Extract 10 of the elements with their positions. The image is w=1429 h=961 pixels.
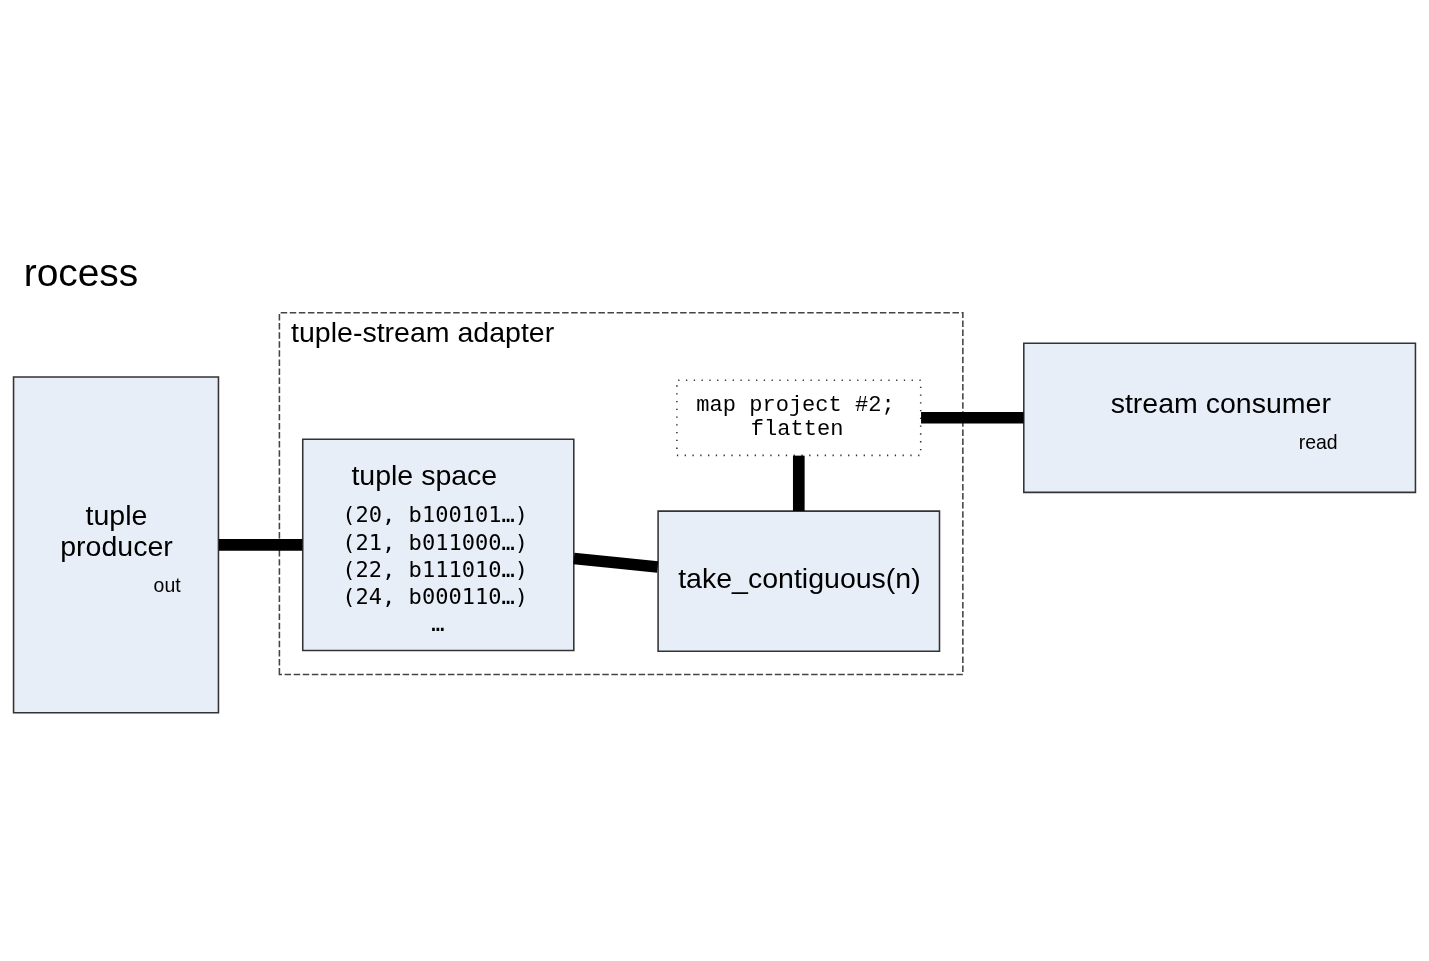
connector bbox=[792, 455, 805, 511]
diagram-title: rocess bbox=[23, 250, 139, 293]
node-box: take_contiguous(n) bbox=[657, 509, 941, 652]
node-box: tuple producer out bbox=[12, 375, 220, 714]
connector bbox=[573, 552, 659, 573]
node-box: tuple space (20, b100101…) (21, b011000…) (22, b111010…) (24, b000110…) … bbox=[301, 437, 575, 651]
connector bbox=[218, 538, 303, 551]
connector bbox=[921, 411, 1024, 424]
node-box: stream consumer read bbox=[1023, 341, 1417, 493]
node-box: map project #2; flatten bbox=[676, 378, 922, 456]
